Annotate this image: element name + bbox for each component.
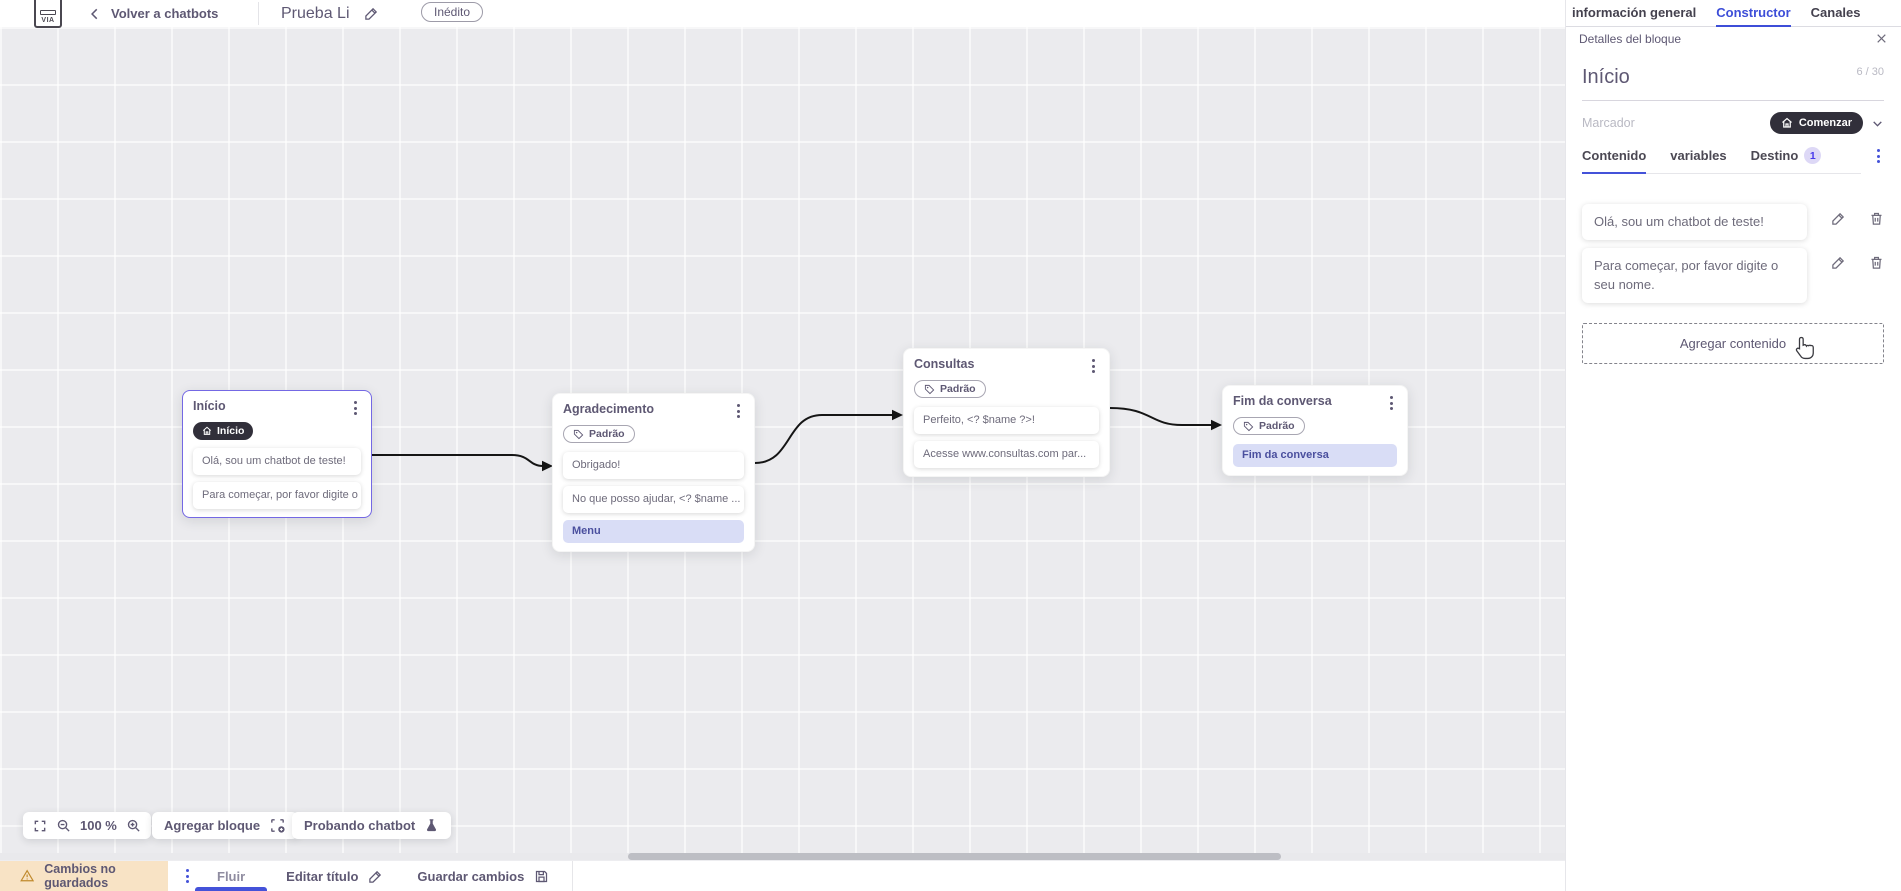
node-menu-icon[interactable]	[1386, 394, 1397, 412]
node-fim-da-conversa[interactable]: Fim da conversa Padrão Fim da conversa	[1222, 385, 1408, 476]
zoom-level: 100 %	[80, 818, 117, 833]
add-content-button[interactable]: Agregar contenido	[1582, 322, 1884, 364]
content-text[interactable]: Olá, sou um chatbot de teste!	[1582, 204, 1807, 240]
zoom-controls: 100 %	[23, 812, 151, 839]
home-icon	[1781, 117, 1792, 128]
chevron-left-icon	[91, 8, 98, 19]
node-message-row[interactable]: Para começar, por favor digite o ...	[193, 482, 361, 509]
home-icon	[202, 426, 212, 435]
edge-inicio-agradecimento	[372, 454, 544, 467]
delete-content-icon[interactable]	[1869, 211, 1884, 226]
delete-content-icon[interactable]	[1869, 255, 1884, 270]
node-type-badge: Padrão	[563, 425, 635, 443]
node-start-badge: Início	[193, 422, 254, 440]
block-name-field[interactable]: Início 6 / 30	[1582, 62, 1884, 101]
content-list: Olá, sou um chatbot de teste! Para começ…	[1582, 204, 1884, 303]
horizontal-scrollbar-track[interactable]	[0, 853, 1565, 860]
divider	[572, 861, 574, 891]
node-message-row[interactable]: Acesse www.consultas.com par...	[914, 440, 1099, 468]
panel-header: Detalles del bloque	[1566, 27, 1901, 50]
arrowhead	[892, 409, 903, 421]
edit-title-pencil-icon[interactable]	[364, 6, 379, 21]
pencil-icon	[369, 870, 382, 883]
node-agradecimento[interactable]: Agradecimento Padrão Obrigado! No que po…	[552, 393, 755, 552]
edit-content-icon[interactable]	[1831, 255, 1846, 270]
arrowhead	[1211, 419, 1222, 431]
content-text[interactable]: Para começar, por favor digite o seu nom…	[1582, 247, 1807, 303]
block-details-panel: información general Constructor Canales …	[1565, 0, 1901, 891]
tab-informacion-general[interactable]: información general	[1572, 5, 1697, 20]
add-block-button[interactable]: Agregar bloque	[152, 812, 299, 839]
zoom-out-icon[interactable]	[56, 818, 71, 833]
node-message-row[interactable]: Perfeito, <? $name ?>!	[914, 406, 1099, 434]
edit-content-icon[interactable]	[1831, 211, 1846, 226]
block-name-value: Início	[1582, 66, 1630, 88]
chatbot-title: Prueba Li	[281, 4, 350, 22]
tab-contenido[interactable]: Contenido	[1582, 138, 1647, 174]
content-item: Olá, sou um chatbot de teste!	[1582, 204, 1884, 240]
node-menu-row[interactable]: Menu	[563, 519, 744, 543]
save-changes-button[interactable]: Guardar cambios	[400, 861, 566, 891]
char-counter: 6 / 30	[1856, 66, 1884, 78]
bottombar: Cambios no guardados Fluir Editar título…	[0, 860, 1565, 891]
node-consultas[interactable]: Consultas Padrão Perfeito, <? $name ?>! …	[903, 348, 1110, 477]
destination-count-badge: 1	[1804, 147, 1822, 164]
tab-variables[interactable]: variables	[1670, 148, 1727, 163]
add-block-icon	[271, 819, 285, 833]
active-tab-underline	[195, 887, 268, 891]
edge-agradecimento-consultas	[754, 414, 893, 464]
node-title: Agradecimento	[563, 402, 654, 416]
panel-title: Detalles del bloque	[1579, 31, 1682, 46]
node-message-row[interactable]: Obrigado!	[563, 451, 744, 479]
chatbot-title-group: Prueba Li	[281, 0, 379, 27]
node-title: Início	[193, 399, 226, 413]
topbar: VIA Volver a chatbots Prueba Li Inédito	[0, 0, 1565, 28]
tag-icon	[1243, 421, 1254, 431]
tab-fluir[interactable]: Fluir	[193, 861, 269, 891]
block-options-menu-icon[interactable]	[1873, 147, 1884, 165]
marker-label: Marcador	[1582, 116, 1635, 130]
flow-options-menu[interactable]	[182, 861, 193, 891]
flow-canvas[interactable]: Início Início Olá, sou um chatbot de tes…	[0, 27, 1565, 861]
tag-icon	[924, 384, 935, 394]
node-menu-icon[interactable]	[350, 399, 361, 417]
edge-consultas-fim	[1109, 407, 1212, 426]
node-inicio[interactable]: Início Início Olá, sou um chatbot de tes…	[182, 390, 372, 518]
zoom-in-icon[interactable]	[126, 818, 141, 833]
chevron-down-icon[interactable]	[1871, 117, 1884, 130]
marker-start-button[interactable]: Comenzar	[1769, 112, 1863, 134]
node-end-row[interactable]: Fim da conversa	[1233, 443, 1397, 467]
tab-constructor[interactable]: Constructor	[1716, 0, 1791, 27]
tab-destino[interactable]: Destino 1	[1751, 138, 1822, 174]
node-type-badge: Padrão	[1233, 417, 1305, 435]
warning-triangle-icon	[20, 869, 35, 882]
flask-icon	[427, 819, 437, 832]
save-icon	[536, 870, 548, 882]
app-logo: VIA	[34, 0, 62, 28]
horizontal-scrollbar-thumb[interactable]	[628, 853, 1281, 860]
divider	[258, 2, 259, 25]
block-tabs-row: Contenido variables Destino 1	[1582, 138, 1884, 174]
node-menu-icon[interactable]	[733, 402, 744, 420]
back-to-chatbots-button[interactable]: Volver a chatbots	[88, 0, 218, 27]
node-menu-icon[interactable]	[1088, 357, 1099, 375]
tag-icon	[573, 429, 584, 439]
fullscreen-icon[interactable]	[33, 819, 47, 833]
status-badge: Inédito	[421, 2, 484, 22]
close-icon[interactable]	[1875, 32, 1888, 45]
node-message-row[interactable]: Olá, sou um chatbot de teste!	[193, 448, 361, 475]
unsaved-changes-warning: Cambios no guardados	[0, 861, 168, 891]
marker-row: Marcador Comenzar	[1582, 112, 1884, 134]
node-title: Consultas	[914, 357, 975, 371]
edit-title-button[interactable]: Editar título	[269, 861, 400, 891]
test-chatbot-button[interactable]: Probando chatbot	[292, 812, 452, 839]
node-message-row[interactable]: No que posso ajudar, <? $name ...	[563, 485, 744, 513]
node-type-badge: Padrão	[914, 380, 986, 398]
content-item: Para começar, por favor digite o seu nom…	[1582, 247, 1884, 303]
tab-canales[interactable]: Canales	[1810, 5, 1861, 20]
builder-nav-tabs: información general Constructor Canales	[1566, 0, 1901, 27]
node-title: Fim da conversa	[1233, 394, 1332, 408]
